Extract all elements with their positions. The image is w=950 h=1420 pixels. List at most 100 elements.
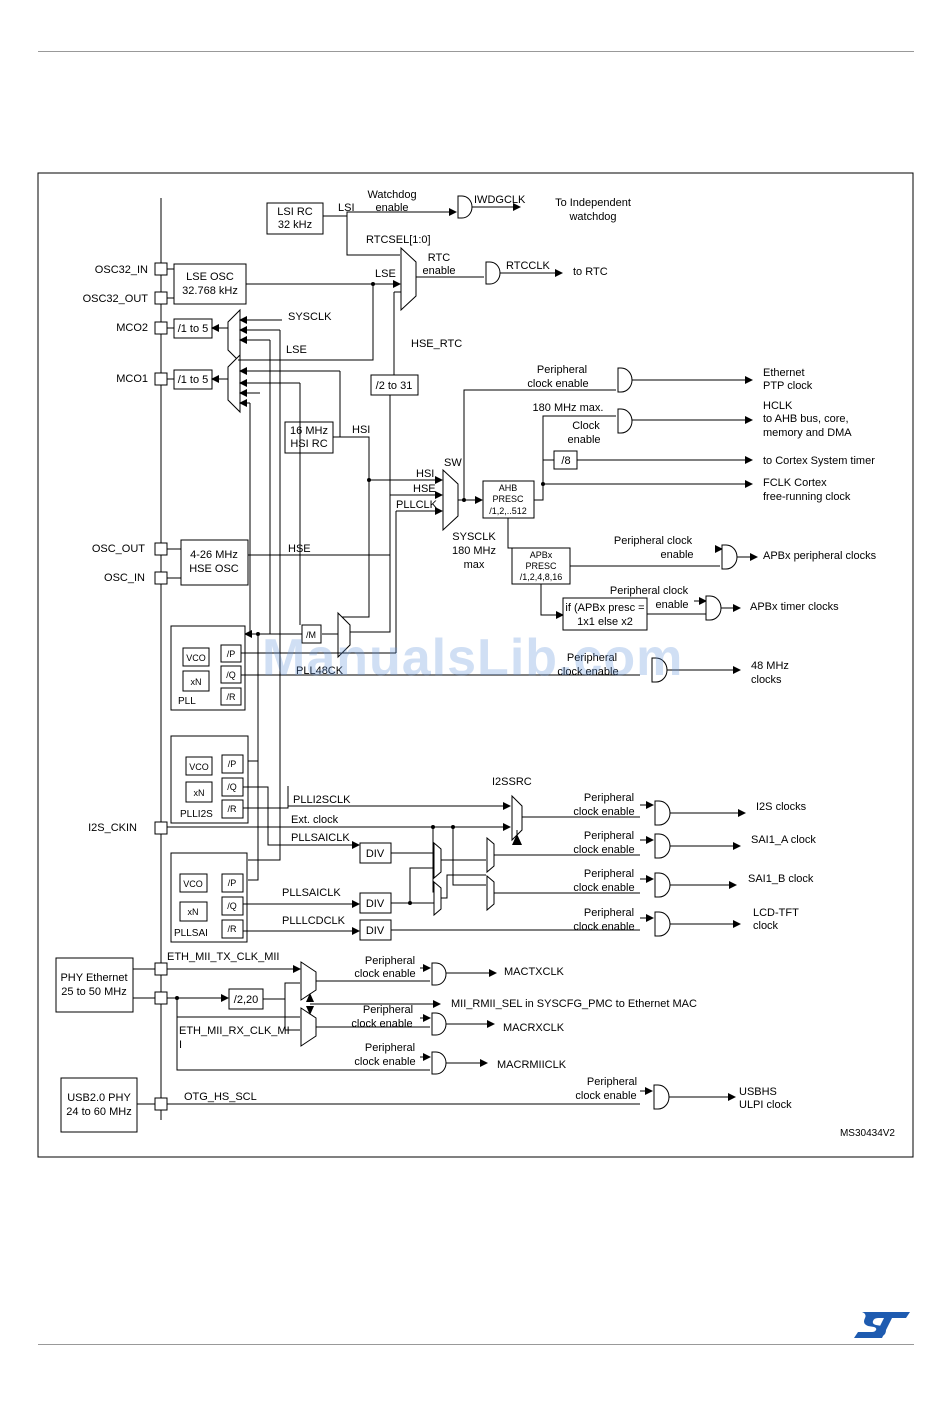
hclk-gate-label-1: 180 MHz max. (533, 402, 604, 414)
rtcclk-label: RTCCLK (506, 260, 550, 272)
i2s-and-gate (654, 800, 671, 826)
lcd-gate-label-1: Peripheral (584, 907, 634, 919)
svg-text:/R: /R (227, 692, 237, 702)
mco2-prescaler: /1 to 5 (173, 318, 213, 339)
hsi-signal-label: HSI (352, 424, 370, 436)
diagram-frame (37, 172, 914, 1158)
i2s-ckin-pin (154, 821, 168, 835)
sai-a-mux (486, 836, 495, 874)
cortex-timer-div8: /8 (553, 450, 578, 470)
hse-osc-block: 4-26 MHz HSE OSC (180, 539, 249, 586)
svg-text:/P: /P (228, 759, 237, 769)
macrx-gate-label-2: clock enable (351, 1018, 412, 1030)
sw-mux (442, 468, 459, 532)
sai-a-and-gate (654, 833, 671, 859)
sai-div-2: DIV (359, 892, 392, 914)
hse-signal-label: HSE (288, 543, 311, 555)
usbhs-gate-label-2: clock enable (575, 1090, 636, 1102)
svg-text:APBx: APBx (530, 550, 553, 560)
header-rule (38, 51, 914, 52)
svg-text:PRESC: PRESC (492, 494, 524, 504)
osc32-in-label: OSC32_IN (95, 264, 148, 276)
svg-text:/Q: /Q (227, 782, 237, 792)
usb-phy-block: USB2.0 PHY 24 to 60 MHz (60, 1077, 138, 1133)
hsi-sw-label: HSI (416, 468, 434, 480)
sai-src-mux-2 (433, 880, 442, 917)
svg-text:VCO: VCO (186, 653, 206, 663)
svg-text:/P: /P (227, 649, 236, 659)
svg-text:xN: xN (191, 677, 202, 687)
pllsaiclk-label-2: PLLSAICLK (282, 887, 341, 899)
apbx-prescaler: APBx PRESC /1,2,4,8,16 (511, 547, 571, 585)
macrx-mux (300, 1007, 317, 1047)
rtcsel-label: RTCSEL[1:0] (366, 234, 431, 246)
apb-timer-gate-label-1: Peripheral clock (610, 585, 689, 597)
svg-text:PLL: PLL (178, 696, 196, 707)
sai1-b-label: SAI1_B clock (748, 873, 814, 885)
eth-div-2-20: /2,20 (228, 988, 264, 1010)
eth-tx-pin (154, 962, 168, 976)
osc-out-pin (154, 542, 168, 556)
svg-text:/P: /P (228, 878, 237, 888)
sai-b-gate-label-2: clock enable (573, 882, 634, 894)
i2s-ckin-label: I2S_CKIN (88, 822, 137, 834)
apbx-periph-label: APBx peripheral clocks (763, 550, 877, 562)
mco1-pin (154, 372, 168, 386)
svg-text:LSI RC: LSI RC (277, 206, 313, 218)
svg-text:if (APBx presc =: if (APBx presc = (565, 602, 644, 614)
mii-rmii-sel-label: MII_RMII_SEL in SYSCFG_PMC to Ethernet M… (451, 998, 697, 1010)
sw-label: SW (444, 457, 462, 469)
lcd-tft-label-1: LCD-TFT (753, 907, 799, 919)
svg-text:DIV: DIV (366, 848, 385, 860)
svg-text:24 to 60 MHz: 24 to 60 MHz (66, 1106, 131, 1118)
macrxclk-label: MACRXCLK (503, 1022, 565, 1034)
hclk-label-2: to AHB bus, core, (763, 413, 849, 425)
ahb-prescaler: AHB PRESC /1,2,..512 (482, 480, 535, 519)
svg-text:/8: /8 (561, 455, 570, 467)
ethernet-ptp-label-1: Ethernet (763, 367, 805, 379)
st-logo-icon (854, 1312, 910, 1338)
svg-text:/1,2,4,8,16: /1,2,4,8,16 (520, 572, 563, 582)
iwdg-and-gate (457, 195, 473, 219)
i2s-gate-label-1: Peripheral (584, 792, 634, 804)
svg-text:/Q: /Q (227, 901, 237, 911)
mactxclk-label: MACTXCLK (504, 966, 565, 978)
otg-hs-scl-label: OTG_HS_SCL (184, 1091, 257, 1103)
svg-text:PRESC: PRESC (525, 561, 557, 571)
hclk-gate-label-2: Clock (572, 420, 600, 432)
svg-text:/2 to 31: /2 to 31 (376, 380, 413, 392)
figure-id: MS30434V2 (840, 1128, 895, 1139)
sai-div-1: DIV (359, 842, 392, 864)
sai-b-and-gate (654, 872, 671, 898)
lse-osc-block: LSE OSC 32.768 kHz (173, 263, 247, 305)
usbhs-and-gate (653, 1084, 670, 1110)
svg-text:xN: xN (188, 907, 199, 917)
svg-text:/1 to 5: /1 to 5 (178, 374, 209, 386)
eth-tx-label: ETH_MII_TX_CLK_MII (167, 951, 279, 963)
apb-timer-and-gate (705, 595, 722, 621)
svg-text:16 MHz: 16 MHz (290, 425, 328, 437)
sai-a-gate-label-2: clock enable (573, 844, 634, 856)
sysclk-mco-label: SYSCLK (288, 311, 332, 323)
pll-block: VCO xN /P /Q /R PLL (170, 625, 246, 711)
apbx-timer-label: APBx timer clocks (750, 601, 839, 613)
i2s-clocks-label: I2S clocks (756, 801, 807, 813)
lse-mco-label: LSE (286, 344, 307, 356)
usbhs-label-2: ULPI clock (739, 1099, 792, 1111)
macrx-gate-label-1: Peripheral (363, 1004, 413, 1016)
apb-timer-gate-label-2: enable (655, 599, 688, 611)
i2s-gate-label-2: clock enable (573, 806, 634, 818)
mco1-mux (227, 353, 241, 414)
macrmii-gate-label-2: clock enable (354, 1056, 415, 1068)
fclk-label-2: free-running clock (763, 491, 851, 503)
svg-text:LSE OSC: LSE OSC (186, 271, 234, 283)
svg-text:25 to 50 MHz: 25 to 50 MHz (61, 986, 126, 998)
plli2s-block: VCO xN /P /Q /R PLLI2S (170, 735, 249, 824)
pllsaiclk-label-1: PLLSAICLK (291, 832, 350, 844)
eth-rx-label-2: I (179, 1039, 182, 1051)
to-independent-watchdog-label-1: To Independent (555, 197, 631, 209)
mco2-mux (227, 308, 241, 364)
mco1-prescaler: /1 to 5 (173, 369, 213, 390)
svg-text:/1 to 5: /1 to 5 (178, 323, 209, 335)
iwdgclk-label: IWDGCLK (474, 194, 526, 206)
